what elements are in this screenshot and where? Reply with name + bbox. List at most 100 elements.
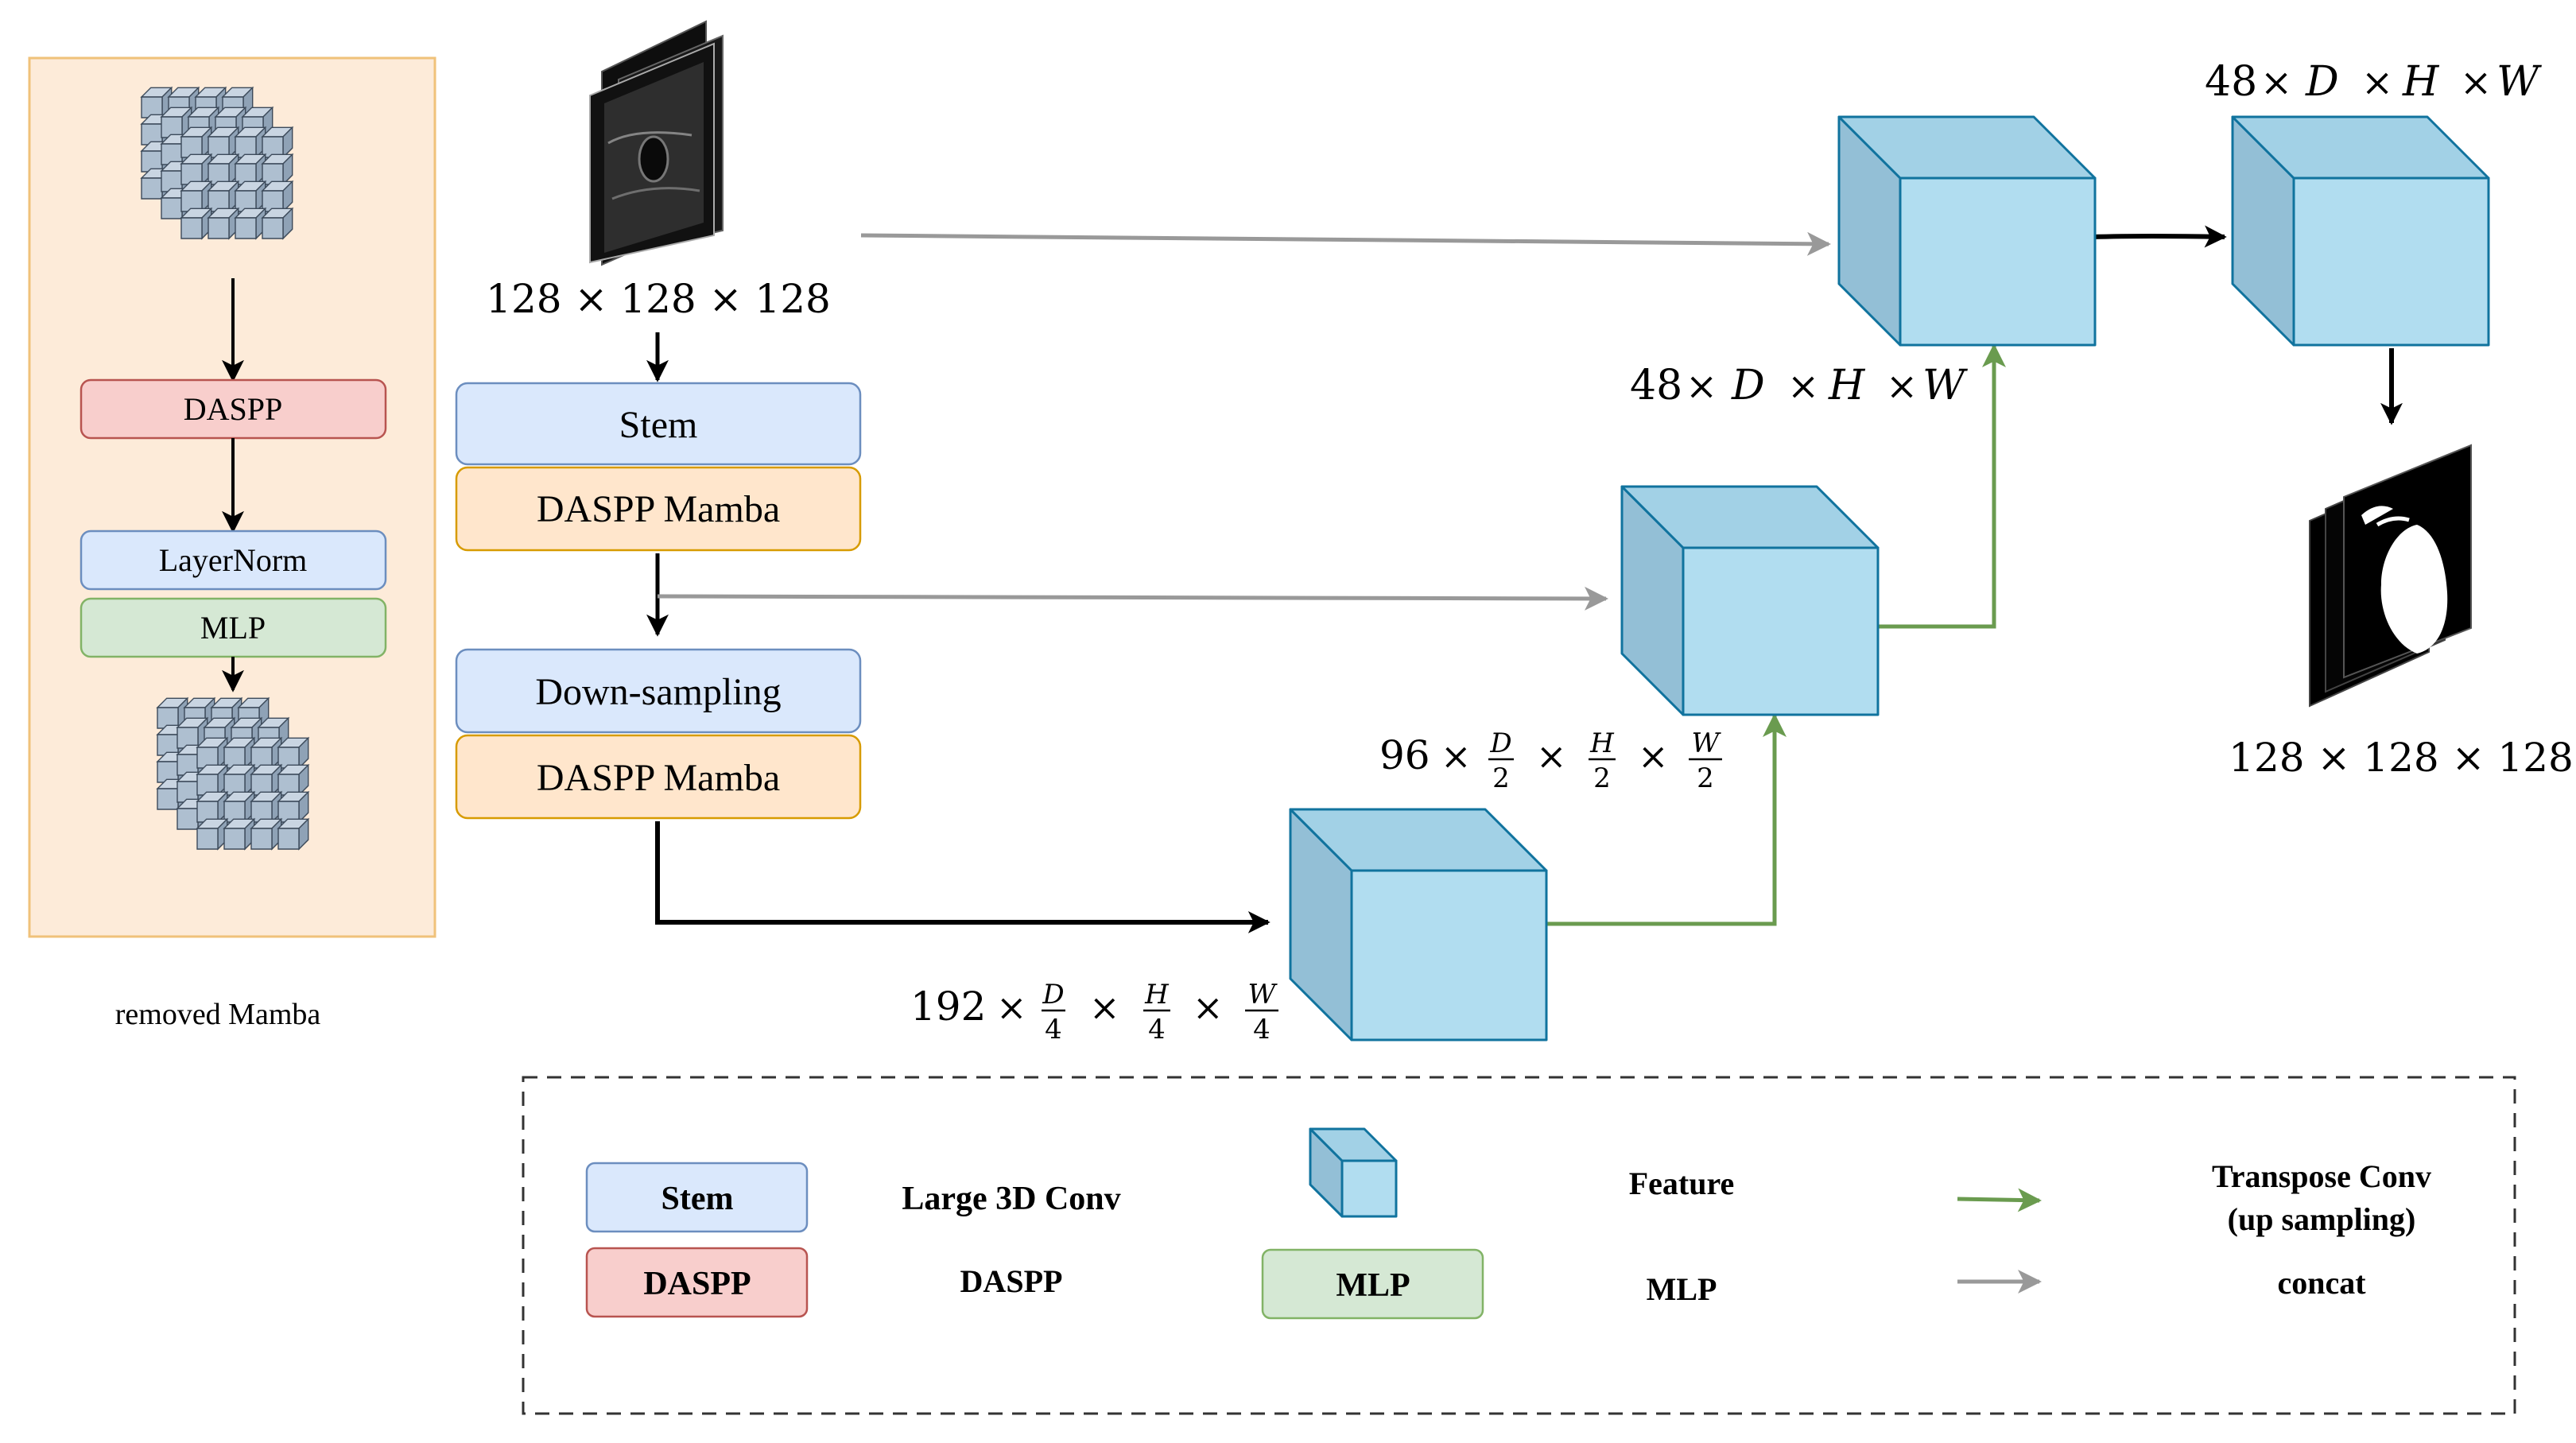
legend-daspp-desc: DASPP [960, 1263, 1063, 1299]
voxel-grid-top-icon [140, 86, 294, 240]
voxel [250, 763, 283, 797]
times-sign: × [996, 986, 1027, 1029]
legend-stem-desc: Large 3D Conv [902, 1181, 1120, 1217]
daspp-mamba-block-1 [455, 466, 862, 552]
output-dims-label: 128 × 128 × 128 [2229, 735, 2574, 781]
voxel [223, 790, 256, 824]
voxel [223, 763, 256, 797]
legend-transpose-line2: (up sampling) [2228, 1201, 2416, 1237]
downsampling-block [455, 648, 862, 734]
voxel [223, 736, 256, 770]
frac-h-num: H [1144, 979, 1170, 1010]
voxel [196, 763, 229, 797]
frac-d-num: D [1042, 979, 1064, 1010]
stem-block [455, 382, 862, 466]
legend-daspp-swatch [585, 1247, 809, 1318]
voxel [196, 736, 229, 770]
legend-mlp-label: MLP [1336, 1267, 1410, 1304]
input-dims-label: 128 × 128 × 128 [486, 276, 831, 322]
voxel [207, 180, 240, 213]
voxel [261, 126, 294, 159]
legend-mlp-swatch [1261, 1248, 1484, 1320]
legend-border [522, 1076, 2516, 1415]
feature-cube-48 [1837, 115, 2097, 347]
layernorm-label: LayerNorm [159, 542, 308, 578]
voxel [180, 180, 213, 213]
arrow-encoder-to-feature-192 [655, 821, 1271, 933]
feature-48-channels: 48 [1630, 362, 1682, 409]
feature-cube-192 [1289, 808, 1548, 1042]
concat-arrow-to-feature-96 [657, 586, 1608, 611]
voxel [250, 736, 283, 770]
voxel [234, 207, 267, 240]
frac-h-num: H [1589, 727, 1615, 759]
voxel [277, 790, 310, 824]
daspp-label: DASPP [184, 391, 283, 427]
frac-h-den: 2 [1593, 762, 1611, 794]
svg-text:W: W [2496, 58, 2542, 106]
svg-text:H: H [2402, 58, 2440, 106]
svg-text:D: D [2305, 58, 2339, 106]
feature-cube-96 [1620, 485, 1880, 716]
panel-caption: removed Mamba [115, 998, 321, 1031]
voxel [234, 153, 267, 186]
stem-label: Stem [619, 404, 698, 446]
ultrasound-input-image-icon [589, 20, 724, 266]
legend-feature-desc: Feature [1629, 1166, 1735, 1201]
legend-concat-desc: concat [2277, 1265, 2366, 1301]
voxel [207, 126, 240, 159]
feature-192-channels: 192 [910, 983, 986, 1030]
frac-d-num: D [1489, 727, 1511, 759]
voxel [234, 126, 267, 159]
daspp-mamba-label-2: DASPP Mamba [537, 757, 780, 799]
times-sign: × [2361, 60, 2393, 105]
voxel [196, 817, 229, 851]
voxel [250, 817, 283, 851]
times-sign: × [2460, 60, 2492, 105]
upsample-arrow-96-to-48 [1872, 343, 2006, 629]
voxel [180, 153, 213, 186]
frac-h-den: 4 [1148, 1014, 1166, 1045]
svg-text:W: W [1922, 362, 1968, 409]
svg-text:H: H [1828, 362, 1866, 409]
daspp-mamba-label-1: DASPP Mamba [537, 488, 780, 530]
legend-stem-label: Stem [661, 1181, 734, 1217]
voxel [234, 180, 267, 213]
feature-48-out-channels: 48 [2205, 58, 2257, 106]
concat-arrow-to-feature-48 [860, 231, 1831, 256]
legend-daspp-label: DASPP [643, 1266, 751, 1302]
arrow-feature-48-to-output-feature [2091, 225, 2227, 248]
frac-w-num: W [1692, 727, 1722, 759]
times-sign: × [1536, 735, 1567, 778]
voxel-grid-bottom-icon [156, 696, 310, 851]
segmentation-mask-output-icon [2309, 444, 2472, 708]
mlp-label: MLP [200, 610, 266, 646]
voxel [196, 790, 229, 824]
upsample-arrow-192-to-96 [1542, 713, 1787, 926]
voxel [180, 207, 213, 240]
times-sign: × [1441, 735, 1472, 778]
times-sign: × [1686, 364, 1717, 409]
voxel [261, 207, 294, 240]
frac-w-num: W [1248, 979, 1278, 1010]
times-sign: × [1193, 986, 1224, 1029]
legend-transpose-line1: Transpose Conv [2212, 1158, 2431, 1194]
daspp-mamba-block-2 [455, 734, 862, 820]
feature-cube-48-out [2231, 115, 2490, 347]
legend-mlp-desc: MLP [1647, 1271, 1717, 1307]
voxel [223, 817, 256, 851]
downsampling-label: Down-sampling [535, 671, 781, 713]
voxel [207, 207, 240, 240]
frac-w-den: 4 [1253, 1014, 1271, 1045]
voxel [261, 153, 294, 186]
feature-48-out-label: 48 × D × H × W [2205, 58, 2542, 106]
frac-d-den: 4 [1045, 1014, 1062, 1045]
feature-96-label: 96 × D 2 × H 2 × W 2 [1379, 727, 1722, 794]
times-sign: × [1638, 735, 1669, 778]
frac-w-den: 2 [1697, 762, 1714, 794]
frac-d-den: 2 [1492, 762, 1510, 794]
times-sign: × [1886, 364, 1918, 409]
feature-96-channels: 96 [1379, 732, 1430, 778]
voxel [261, 180, 294, 213]
